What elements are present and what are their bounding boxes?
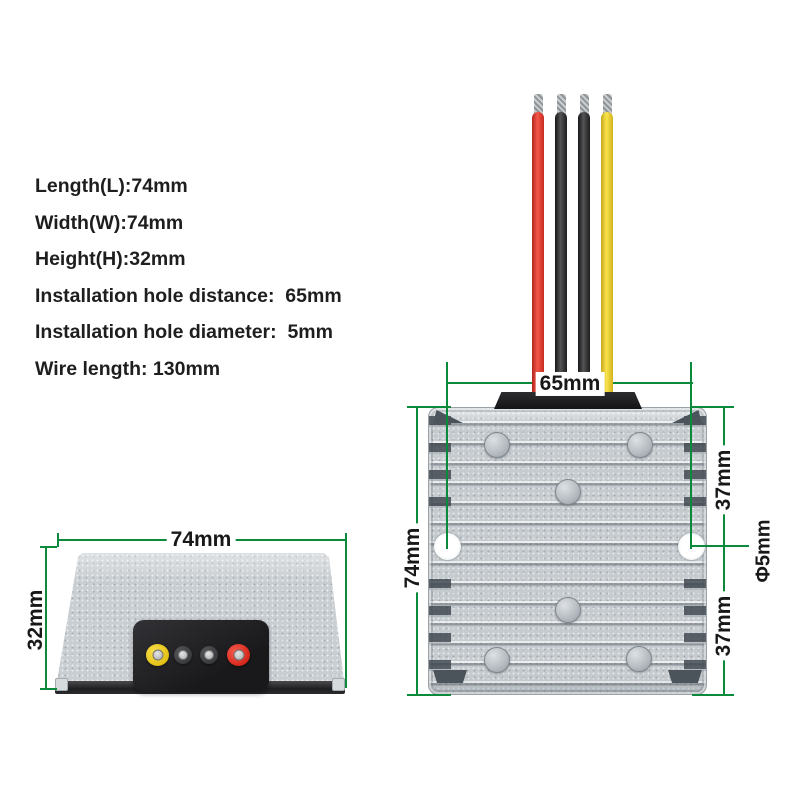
dimension-line-front-height — [45, 547, 47, 690]
dimension-label-front-width: 74mm — [166, 527, 236, 553]
grommet-black-2 — [200, 646, 218, 664]
screw — [555, 597, 581, 623]
grommet-pin — [204, 650, 214, 660]
spec-line-wire-length: Wire length: 130mm — [35, 357, 221, 380]
dimension-cap-top-width-lower — [407, 694, 451, 696]
screw — [484, 432, 510, 458]
screw — [484, 647, 510, 673]
top-view-device-body — [428, 407, 707, 695]
corner-notch-bottom-right — [668, 670, 702, 683]
dimension-label-hole-distance: 65mm — [535, 371, 605, 397]
heatsink-fins-right-top — [684, 416, 706, 516]
front-view-foot-right — [332, 678, 345, 691]
dimension-label-upper-half: 37mm — [711, 445, 737, 515]
wire-tip-red — [534, 94, 543, 120]
screw — [627, 432, 653, 458]
heatsink-fins-left-bottom — [429, 579, 451, 683]
spec-line-hole-diameter: Installation hole diameter: 5mm — [35, 321, 333, 343]
dimension-tick-front-width-right — [345, 533, 347, 688]
heatsink-fins-right-bottom — [684, 579, 706, 683]
dimension-label-lower-half: 37mm — [711, 591, 737, 661]
screw — [555, 479, 581, 505]
dimension-cap-half-bottom — [692, 694, 734, 696]
front-view-foot-left — [55, 678, 68, 691]
grommet-pin — [178, 650, 188, 660]
dimension-cap-front-height-top — [40, 546, 57, 548]
spec-line-hole-distance: Installation hole distance: 65mm — [35, 284, 342, 307]
heatsink-fins-left-top — [429, 416, 451, 516]
wire-tip-black-1 — [557, 94, 566, 120]
dimension-label-top-width: 74mm — [400, 523, 426, 593]
wire-connector-base — [494, 392, 642, 409]
corner-notch-bottom-left — [433, 670, 467, 683]
extension-line-right-hole — [690, 362, 692, 549]
wire-tip-black-2 — [580, 94, 589, 120]
dimension-cap-half-top — [692, 406, 734, 408]
spec-line-height: Height(H):32mm — [35, 248, 186, 270]
wire-yellow — [601, 112, 613, 396]
dimension-label-hole-diameter: Φ5mm — [752, 519, 775, 583]
dimension-cap-front-height-bottom — [40, 688, 57, 690]
dimension-cap-half-middle — [692, 545, 749, 547]
grommet-pin — [233, 649, 244, 661]
spec-line-width: Width(W):74mm — [35, 211, 184, 234]
wire-tip-yellow — [603, 94, 612, 120]
dimension-cap-top-width-upper — [407, 406, 451, 408]
wire-red — [532, 112, 544, 396]
dimension-line-half-width — [723, 407, 725, 695]
screw — [626, 646, 652, 672]
wire-black-1 — [555, 112, 567, 396]
extension-line-left-hole — [446, 362, 448, 549]
wire-black-2 — [578, 112, 590, 396]
spec-list: Length(L):74mm Width(W):74mm Height(H):3… — [35, 168, 342, 387]
grommet-pin — [152, 649, 163, 661]
grommet-black-1 — [174, 646, 192, 664]
grommet-yellow — [146, 644, 169, 666]
spec-line-length: Length(L):74mm — [35, 175, 188, 197]
dimension-tick-front-width-left — [57, 533, 59, 547]
dimension-label-front-height: 32mm — [23, 589, 47, 651]
grommet-red — [227, 644, 250, 666]
